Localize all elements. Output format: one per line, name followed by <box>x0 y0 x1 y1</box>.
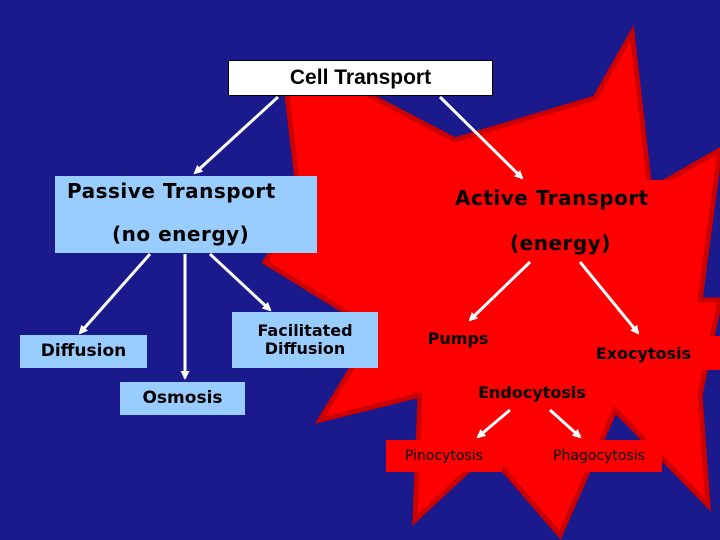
active-transport-label: Active Transport <box>455 186 649 210</box>
facilitated-diffusion-box: Facilitated Diffusion <box>232 312 378 368</box>
osmosis-box: Osmosis <box>120 382 245 415</box>
starburst-shape <box>261 25 720 540</box>
arrow-passive-to-facilitated <box>208 252 272 312</box>
phagocytosis-box: Phagocytosis <box>536 440 662 472</box>
arrow-passive-to-diffusion <box>78 253 152 335</box>
passive-transport-box: Passive Transport (no energy) <box>55 176 317 253</box>
passive-transport-label: Passive Transport <box>67 179 276 203</box>
endocytosis-box: Endocytosis <box>457 375 607 409</box>
passive-energy-label: (no energy) <box>112 222 250 246</box>
arrow-title-to-passive <box>193 95 280 175</box>
diffusion-box: Diffusion <box>20 335 147 368</box>
arrow-endocytosis-to-phagocytosis <box>548 408 582 439</box>
pumps-box: Pumps <box>407 322 509 358</box>
arrow-endocytosis-to-pinocytosis <box>476 408 511 439</box>
pinocytosis-box: Pinocytosis <box>386 440 502 472</box>
arrow-active-to-exocytosis <box>578 261 640 335</box>
arrow-active-to-pumps <box>468 260 532 322</box>
arrow-title-to-active <box>438 95 524 180</box>
cell-transport-title: Cell Transport <box>228 60 493 96</box>
exocytosis-box: Exocytosis <box>567 336 720 370</box>
active-transport-box: Active Transport (energy) <box>432 180 697 260</box>
active-energy-label: (energy) <box>510 231 611 255</box>
